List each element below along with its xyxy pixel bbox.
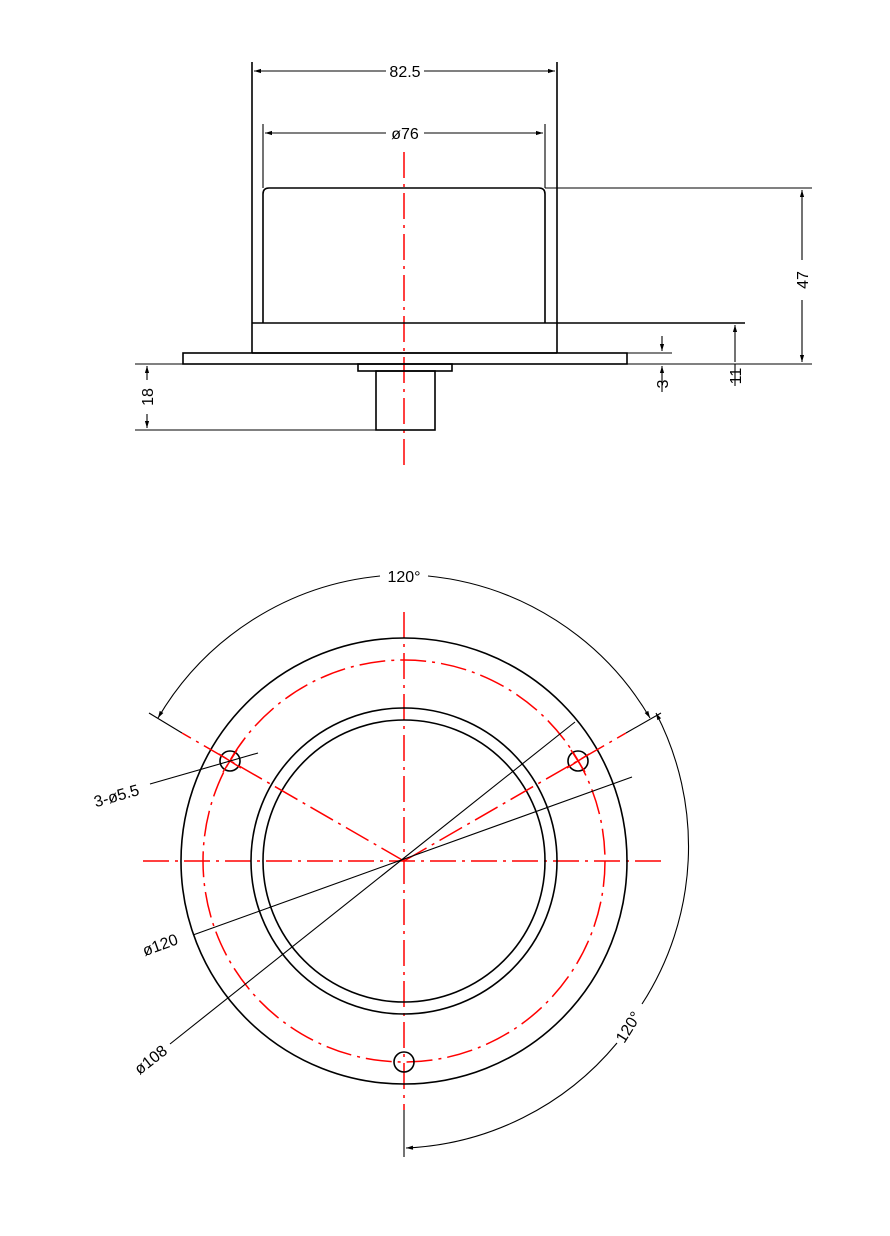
cup-body-outline bbox=[262, 187, 546, 323]
bolt-hole-left bbox=[219, 750, 241, 772]
radial-left bbox=[181, 732, 405, 862]
side-view: 82.5 ø76 47 11 3 18 bbox=[135, 62, 812, 468]
radial-right bbox=[403, 732, 627, 862]
spigot-collar bbox=[357, 363, 453, 372]
dim-76-label: ø76 bbox=[391, 126, 419, 143]
dim-holes-label: 3-ø5.5 bbox=[92, 782, 141, 811]
dim-pcd-label: ø108 bbox=[132, 1042, 171, 1078]
dim-18-label: 18 bbox=[140, 388, 157, 406]
dim-47-label: 47 bbox=[795, 271, 812, 289]
outer-flange-circle bbox=[180, 637, 628, 1085]
bolt-hole-bottom bbox=[393, 1051, 415, 1073]
angle-arc-right bbox=[641, 712, 690, 1005]
bolt-hole-right bbox=[567, 750, 589, 772]
body-inner-circle bbox=[262, 719, 546, 1003]
dim-11-label: 11 bbox=[728, 368, 745, 385]
flange-plate bbox=[182, 352, 628, 365]
leader-outer-dia bbox=[192, 776, 633, 936]
angle-arc-top bbox=[157, 575, 381, 719]
pitch-circle bbox=[202, 659, 606, 1063]
dim-angle-right-label: 120° bbox=[613, 1009, 645, 1046]
spigot-body bbox=[375, 370, 436, 431]
dim-outer-dia-label: ø120 bbox=[140, 932, 180, 960]
leader-pcd bbox=[169, 721, 576, 1045]
dim-angle-top-label: 120° bbox=[387, 569, 420, 586]
leader-holes bbox=[149, 752, 259, 785]
dim-82-5-label: 82.5 bbox=[389, 64, 420, 81]
dim-3-label: 3 bbox=[655, 379, 672, 388]
top-view: 120° 120° 3-ø5.5 ø120 ø108 bbox=[92, 569, 690, 1157]
body-outer-circle bbox=[250, 707, 558, 1015]
